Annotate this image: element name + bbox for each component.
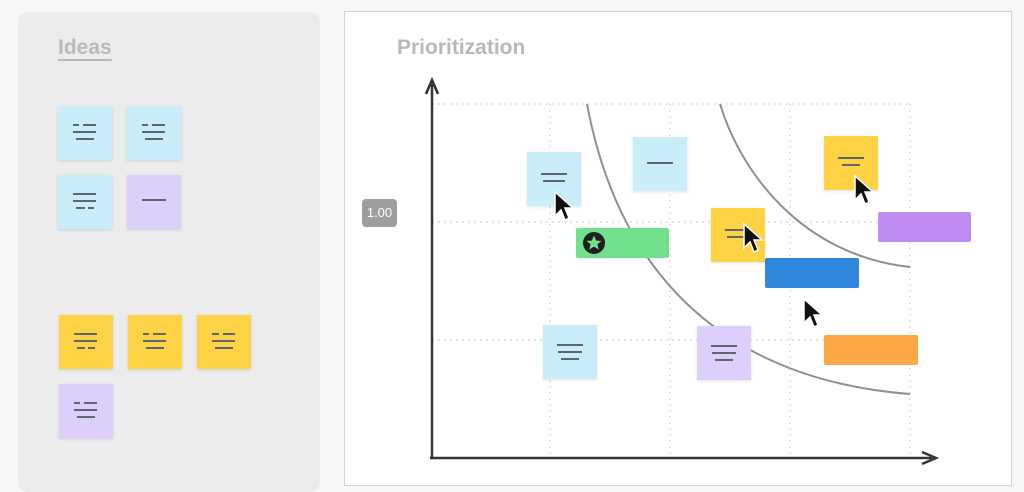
mouse-pointer-icon — [743, 222, 764, 254]
note-lines-icon — [711, 345, 737, 361]
idea-note-blue-2[interactable] — [127, 106, 181, 160]
board-note-blue-1[interactable] — [527, 152, 581, 206]
star-icon — [583, 232, 605, 254]
board-bar-orange[interactable] — [824, 335, 918, 365]
x-axis — [430, 450, 940, 466]
idea-note-yellow-1[interactable] — [59, 315, 113, 369]
board-bar-blue[interactable] — [765, 258, 859, 288]
y-axis — [424, 76, 440, 458]
note-lines-icon — [541, 173, 567, 182]
note-lines-icon — [74, 402, 97, 418]
note-lines-icon — [73, 193, 96, 209]
idea-note-purple-2[interactable] — [59, 384, 113, 438]
note-lines-icon — [142, 124, 165, 140]
board-note-purple-1[interactable] — [697, 326, 751, 380]
note-lines-icon — [557, 344, 583, 360]
note-lines-icon — [142, 199, 166, 201]
board-note-yellow-1[interactable] — [824, 136, 878, 190]
idea-note-purple-1[interactable] — [127, 175, 181, 229]
priority-curve-inner — [586, 103, 911, 395]
idea-note-blue-1[interactable] — [58, 106, 112, 160]
board-bar-green-starred[interactable] — [576, 228, 669, 258]
mouse-pointer-icon — [803, 297, 824, 329]
mouse-pointer-icon — [554, 190, 575, 222]
y-axis-value-badge: 1.00 — [362, 199, 397, 227]
mouse-pointer-icon — [854, 174, 875, 206]
prioritization-board[interactable] — [344, 11, 1012, 486]
idea-note-yellow-2[interactable] — [128, 315, 182, 369]
note-lines-icon — [143, 333, 166, 349]
idea-note-blue-3[interactable] — [58, 175, 112, 229]
board-bar-purple[interactable] — [878, 212, 971, 242]
board-note-blue-2[interactable] — [633, 137, 687, 191]
note-lines-icon — [838, 157, 864, 166]
board-note-blue-3[interactable] — [543, 325, 597, 379]
note-lines-icon — [647, 162, 673, 164]
idea-note-yellow-3[interactable] — [197, 315, 251, 369]
note-lines-icon — [73, 124, 96, 140]
note-lines-icon — [74, 333, 97, 349]
prioritization-grid — [424, 76, 940, 466]
board-title: Prioritization — [397, 36, 526, 59]
priority-curve-outer — [719, 103, 911, 268]
ideas-panel-title: Ideas — [58, 36, 112, 59]
note-lines-icon — [212, 333, 235, 349]
